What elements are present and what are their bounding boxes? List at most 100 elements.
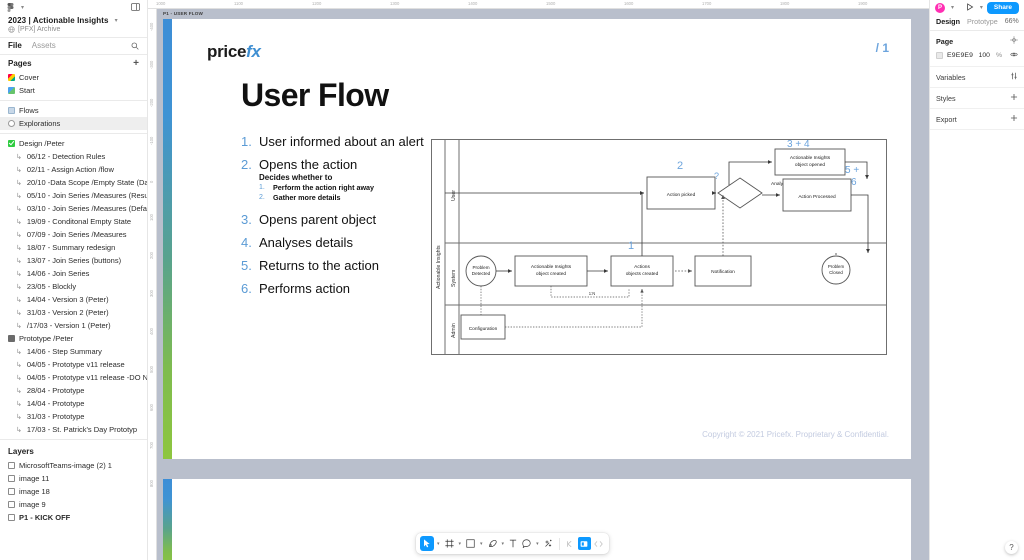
search-icon[interactable]	[131, 42, 139, 50]
list-item[interactable]: ↳13/07 - Join Series (buttons)	[0, 254, 147, 267]
figma-logo-icon[interactable]	[6, 2, 15, 12]
list-item[interactable]: ↳14/06 - Join Series	[0, 267, 147, 280]
step-number: 4.	[241, 234, 252, 250]
section-styles[interactable]: Styles	[930, 88, 1024, 109]
page-item-flows[interactable]: Flows	[0, 104, 147, 117]
sliders-icon[interactable]	[1010, 72, 1018, 82]
help-button[interactable]: ?	[1005, 541, 1018, 554]
list-item-label: 05/10 - Join Series /Measures (Result Pr…	[26, 191, 147, 200]
list-item[interactable]: ↳19/09 - Conditonal Empty State	[0, 215, 147, 228]
list-item[interactable]: ↳/17/03 - Version 1 (Peter)	[0, 319, 147, 332]
ruler-tick: 1800	[780, 1, 790, 6]
plus-icon[interactable]	[1010, 114, 1018, 124]
frame-label[interactable]: P1 - USER FLOW	[163, 11, 204, 16]
list-item[interactable]: ↳03/10 - Join Series /Measures (Default …	[0, 202, 147, 215]
child-arrow-icon: ↳	[16, 309, 22, 317]
section-variables[interactable]: Variables	[930, 67, 1024, 88]
list-item[interactable]: ↳07/09 - Join Series /Measures	[0, 228, 147, 241]
layer-item[interactable]: image 11	[0, 472, 147, 485]
add-page-button[interactable]: +	[133, 57, 139, 69]
list-item[interactable]: ↳14/06 - Step Summary	[0, 345, 147, 358]
slide-frame[interactable]: pricefx / 1 User Flow 1. User informed a…	[163, 19, 911, 459]
toggle-panel-icon[interactable]	[130, 2, 141, 13]
child-arrow-icon: ↳	[16, 244, 22, 252]
file-menu-caret-icon[interactable]: ▾	[114, 18, 118, 24]
slide-footer: Copyright © 2021 Pricefx. Proprietary & …	[702, 430, 889, 439]
list-item[interactable]: ↳18/07 - Summary redesign	[0, 241, 147, 254]
svg-text:1: 1	[628, 240, 634, 252]
list-item[interactable]: ↳14/04 - Version 3 (Peter)	[0, 293, 147, 306]
layer-label: P1 - KICK OFF	[19, 513, 71, 522]
layer-item[interactable]: image 9	[0, 498, 147, 511]
play-icon[interactable]	[966, 2, 974, 13]
list-item[interactable]: ↳04/05 - Prototype v11 release	[0, 358, 147, 371]
step-number: 5.	[241, 257, 252, 273]
frame-tool[interactable]	[443, 536, 456, 551]
list-item[interactable]: ↳06/12 - Detection Rules	[0, 150, 147, 163]
fill-hex-value[interactable]: E9E9E9	[947, 52, 974, 59]
list-item-label: /17/03 - Version 1 (Peter)	[26, 321, 111, 330]
list-item[interactable]: ↳14/04 - Prototype	[0, 397, 147, 410]
frame-tool-caret-icon[interactable]: ▾	[458, 540, 462, 547]
frame-layer-icon	[8, 514, 15, 521]
present-icon[interactable]	[577, 537, 591, 550]
list-item[interactable]: ↳05/10 - Join Series /Measures (Result P…	[0, 189, 147, 202]
list-item-label: 17/03 - St. Patrick's Day Prototyp	[26, 425, 138, 434]
layer-item[interactable]: MicrosoftTeams-image (2) 1	[0, 459, 147, 472]
layer-item-frame[interactable]: P1 - KICK OFF	[0, 511, 147, 524]
page-item-explorations[interactable]: Explorations	[0, 117, 147, 130]
fill-opacity-value[interactable]: 100	[978, 52, 990, 59]
tab-design[interactable]: Design	[936, 17, 960, 26]
tab-file[interactable]: File	[8, 41, 22, 50]
page-item-start[interactable]: Start	[0, 84, 147, 97]
svg-text:Configuration: Configuration	[469, 326, 498, 332]
list-item[interactable]: ↳17/03 - St. Patrick's Day Prototyp	[0, 423, 147, 436]
plus-icon[interactable]	[1010, 93, 1018, 103]
page-item-cover[interactable]: Cover	[0, 71, 147, 84]
actions-tool[interactable]	[542, 536, 555, 551]
list-item[interactable]: ↳28/04 - Prototype	[0, 384, 147, 397]
svg-text:System: System	[451, 270, 457, 287]
list-item[interactable]: ↳20/10 -Data Scope /Empty State (Dashboa…	[0, 176, 147, 189]
list-item[interactable]: ↳02/11 - Assign Action /flow	[0, 163, 147, 176]
list-item[interactable]: ↳23/05 - Blockly	[0, 280, 147, 293]
fill-color-swatch[interactable]	[936, 52, 943, 59]
svg-text:objects created: objects created	[626, 271, 659, 277]
move-tool[interactable]	[420, 536, 434, 551]
list-item[interactable]: ↳31/03 - Version 2 (Peter)	[0, 306, 147, 319]
section-export[interactable]: Export	[930, 109, 1024, 130]
page-fill-row[interactable]: E9E9E9 100 %	[930, 48, 1024, 67]
file-title-row[interactable]: 2023 | Actionable Insights ▾	[0, 14, 147, 25]
move-tool-caret-icon[interactable]: ▾	[437, 540, 440, 547]
pen-tool-caret-icon[interactable]: ▾	[501, 540, 505, 547]
tab-assets[interactable]: Assets	[31, 41, 56, 50]
canvas-area[interactable]: 1000 1100 1200 1300 1400 1500 1600 1700 …	[148, 0, 929, 560]
avatar[interactable]: P	[935, 2, 945, 13]
list-item[interactable]: ↳31/03 - Prototype	[0, 410, 147, 423]
layer-group-prototype[interactable]: Prototype /Peter	[0, 332, 147, 345]
tab-prototype[interactable]: Prototype	[966, 17, 998, 26]
comment-tool[interactable]	[520, 536, 533, 551]
shape-tool-caret-icon[interactable]: ▾	[480, 540, 483, 547]
pen-tool[interactable]	[486, 536, 499, 551]
layer-group-design[interactable]: Design /Peter	[0, 137, 147, 150]
settings-icon[interactable]	[1010, 36, 1018, 46]
canvas-board[interactable]: P1 - USER FLOW pricefx / 1 User Flow 1. …	[157, 9, 929, 560]
zoom-level[interactable]: 66%	[1004, 18, 1019, 25]
avatar-caret-icon[interactable]: ▾	[951, 5, 955, 11]
ruler-tick: -300	[149, 60, 154, 69]
comment-tool-caret-icon[interactable]: ▾	[536, 540, 539, 547]
share-button[interactable]: Share	[986, 1, 1019, 14]
list-item[interactable]: ↳04/05 - Prototype v11 release -DO NOT U…	[0, 371, 147, 384]
shape-tool[interactable]	[464, 536, 477, 551]
present-caret-icon[interactable]: ▾	[979, 5, 983, 11]
layer-group-label: Design /Peter	[19, 139, 65, 148]
prev-page-icon[interactable]	[564, 537, 577, 550]
dev-mode-icon[interactable]	[592, 537, 605, 550]
text-tool[interactable]	[507, 536, 519, 551]
step-text: Analyses details	[259, 234, 353, 250]
step-number: 1.	[241, 134, 252, 149]
layer-item[interactable]: image 18	[0, 485, 147, 498]
main-menu-caret-icon[interactable]: ▾	[21, 4, 25, 11]
eye-icon[interactable]	[1010, 51, 1018, 60]
